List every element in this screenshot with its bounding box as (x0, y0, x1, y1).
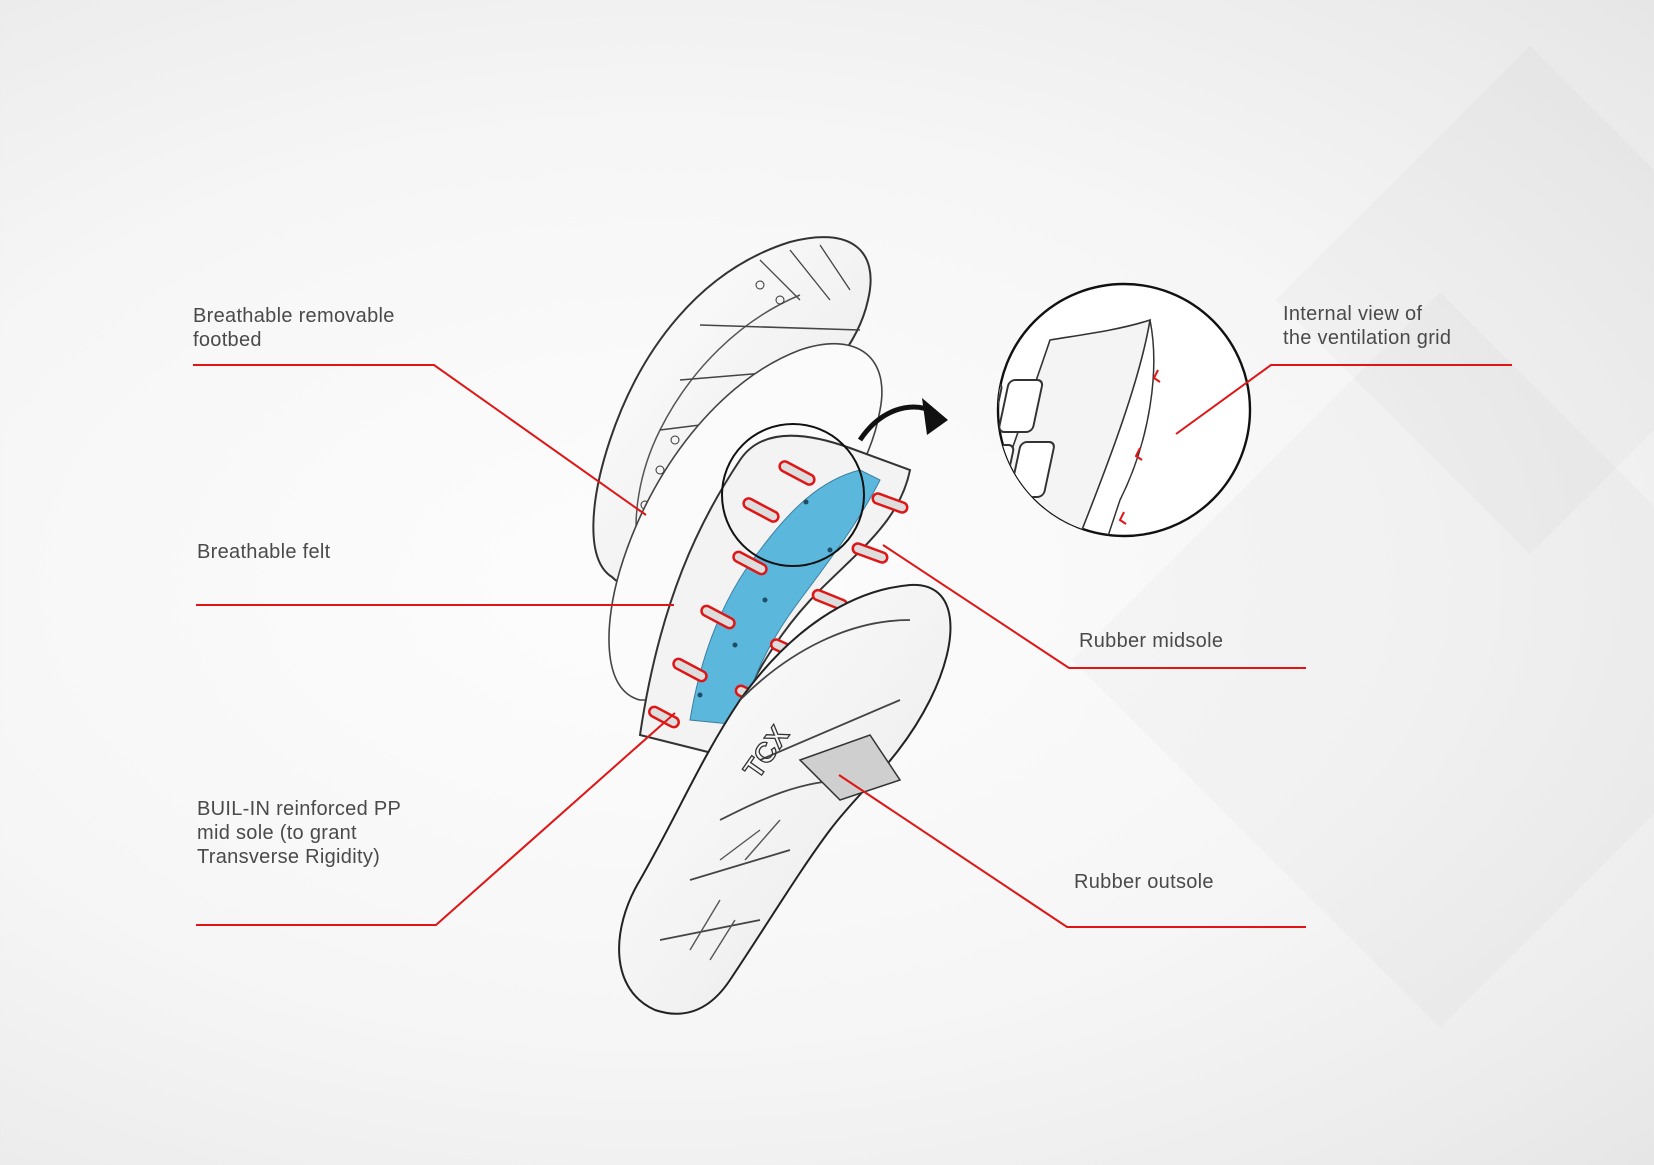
label-rubber-midsole: Rubber midsole (1079, 630, 1224, 652)
label-breathable-felt: Breathable felt (197, 541, 331, 563)
outsole-layer: TCX (618, 583, 952, 1015)
pp-midsole-layer (638, 423, 912, 757)
ventilation-grid-detail (996, 282, 1252, 538)
leader-lines (193, 364, 1512, 928)
label-rubber-outsole: Rubber outsole (1074, 871, 1214, 893)
label-ventilation-grid: Internal view of the ventilation grid (1283, 303, 1452, 349)
label-pp-mid-sole: BUIL-IN reinforced PP mid sole (to grant… (197, 798, 402, 868)
label-breathable-removable-footbed: Breathable removable footbed (193, 305, 395, 351)
